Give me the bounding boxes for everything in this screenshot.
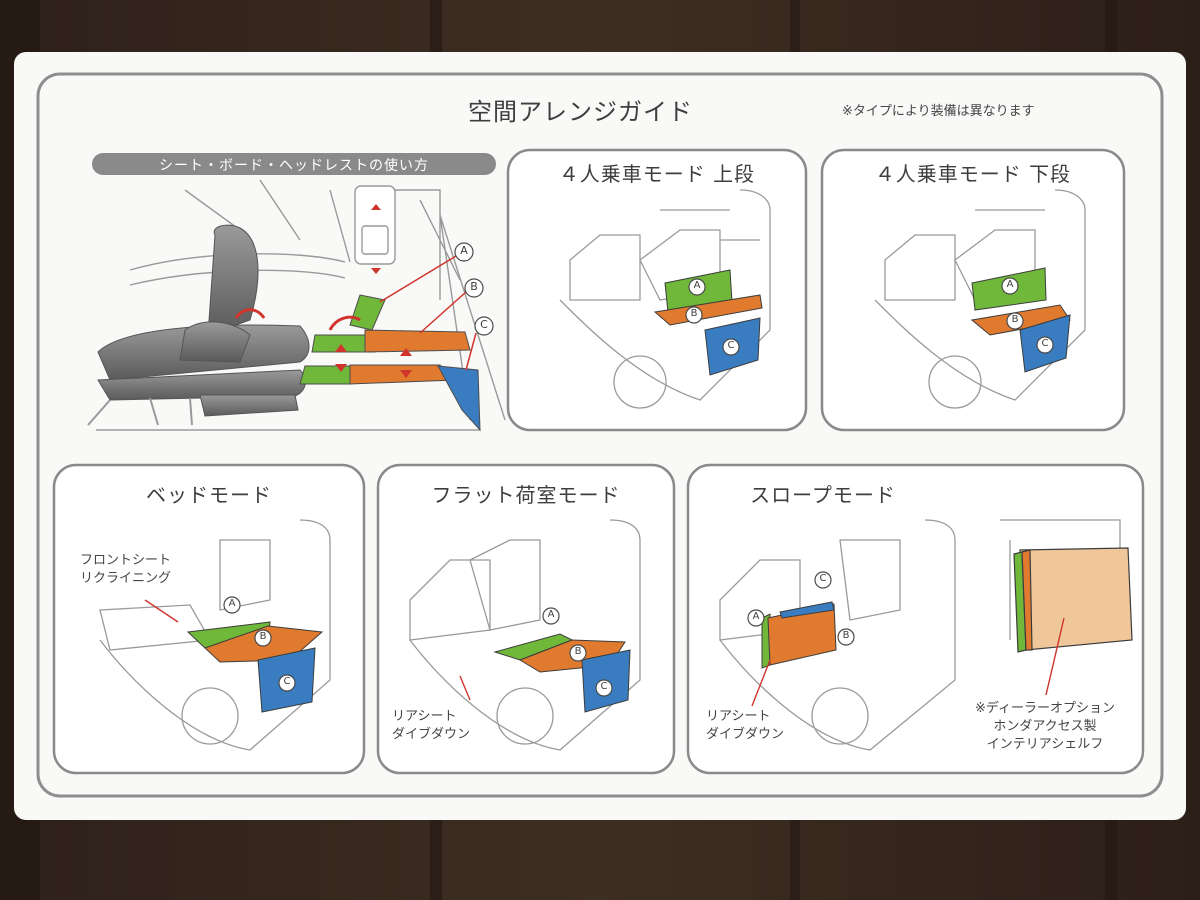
bed-callout-line2: リクライニング — [80, 571, 172, 586]
card-frame — [36, 72, 1164, 798]
slope-callout-line2: ダイブダウン — [706, 727, 785, 742]
panel-bed-frame — [52, 463, 366, 775]
front-seat — [97, 224, 310, 417]
marker-b-slope: B — [842, 630, 850, 641]
marker-c-lower: C — [1041, 338, 1049, 349]
marker-a-slope: A — [752, 611, 760, 622]
panel-upper-title: ４人乗車モード 上段 — [558, 162, 756, 186]
marker-c: C — [480, 318, 488, 331]
banner-bg — [92, 153, 496, 175]
marker-c-slope: C — [819, 573, 827, 584]
rotate-arrow-icon — [234, 308, 361, 331]
marker-a: A — [460, 244, 468, 257]
bed-callout-line1: フロントシート — [80, 553, 172, 568]
slope-callout: リアシート ダイブダウン — [706, 708, 784, 744]
panel-slope-frame — [686, 463, 1145, 775]
flat-callout-line1: リアシート — [392, 709, 457, 724]
car-sketches — [99, 189, 1121, 751]
guide-note: ※タイプにより装備は異なります — [842, 104, 1035, 119]
bed-callout: フロントシート リクライニング — [80, 552, 171, 588]
slope-option-line3: インテリアシェルフ — [986, 737, 1104, 752]
marker-b-lower: B — [1011, 314, 1019, 325]
marker-a-upper: A — [693, 280, 701, 291]
panel-bed-title: ベッドモード — [146, 483, 272, 507]
slope-boards — [761, 601, 837, 669]
marker-b: B — [470, 280, 478, 293]
seat-board-banner: シート・ボード・ヘッドレストの使い方 — [159, 158, 429, 174]
marker-badges — [223, 242, 1054, 697]
panel-lower-title: ４人乗車モード 下段 — [874, 162, 1072, 186]
slope-option-note: ※ディーラーオプション ホンダアクセス製 インテリアシェルフ — [950, 700, 1140, 754]
panel-flat-title: フラット荷室モード — [431, 483, 621, 507]
callout-lines — [379, 255, 477, 371]
marker-b-flat: B — [574, 646, 582, 657]
slope-option-line1: ※ディーラーオプション — [975, 701, 1115, 716]
marker-c-flat: C — [600, 681, 608, 692]
marker-c-upper: C — [727, 340, 735, 351]
seat-legs — [87, 397, 193, 426]
panel-slope-title: スロープモード — [750, 483, 896, 507]
slope-callout-line1: リアシート — [706, 709, 771, 724]
panel-upper-frame — [506, 148, 808, 432]
marker-b-upper: B — [690, 308, 698, 319]
marker-a-bed: A — [228, 598, 236, 609]
marker-a-flat: A — [547, 609, 555, 620]
marker-c-bed: C — [283, 676, 291, 687]
flat-callout-line2: ダイブダウン — [392, 727, 471, 742]
up-down-arrow-icon — [335, 204, 412, 378]
guide-title: 空間アレンジガイド — [468, 98, 693, 126]
flat-callout: リアシート ダイブダウン — [392, 708, 470, 744]
seat-illustration — [96, 179, 506, 431]
marker-b-bed: B — [259, 631, 267, 642]
slope-option-line2: ホンダアクセス製 — [993, 719, 1097, 734]
interior-shelf — [1013, 547, 1133, 653]
big-boards — [299, 294, 481, 432]
marker-a-lower: A — [1006, 279, 1014, 290]
